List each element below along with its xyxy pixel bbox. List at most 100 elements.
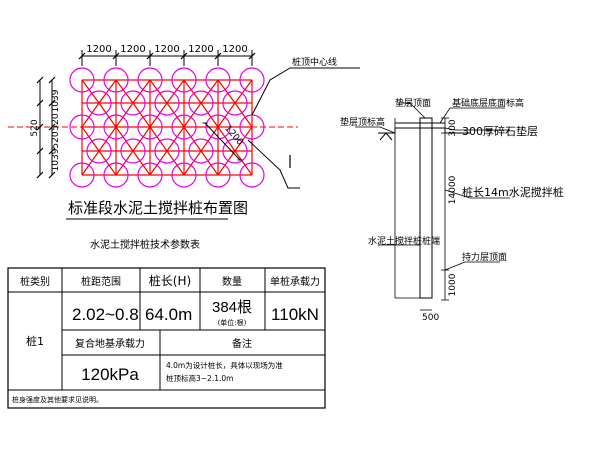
grid-diag bbox=[234, 79, 253, 104]
left-dim-tick-2 bbox=[36, 123, 44, 131]
section-top-dim: 300 bbox=[448, 119, 458, 136]
table-remark-1: 4.0m为设计桩长，具体以现场为准 bbox=[166, 360, 283, 370]
grid-diag bbox=[183, 150, 202, 176]
section-view: 300 14000 1000 500 垫层顶面 基础底层底面标高 垫层顶标高 3… bbox=[340, 97, 564, 323]
plan-leader-top bbox=[251, 67, 360, 116]
pile-circle bbox=[103, 67, 129, 93]
section-pile-dim: 14000 bbox=[448, 175, 458, 204]
pile-circle bbox=[171, 67, 197, 93]
table-subheader-composite: 复合地基承载力 bbox=[75, 337, 145, 350]
pile-circle bbox=[69, 114, 95, 140]
table-header-type: 桩类别 bbox=[20, 275, 50, 288]
grid-diag bbox=[98, 126, 117, 152]
grid-diag bbox=[115, 150, 134, 176]
grid-diag bbox=[81, 150, 100, 176]
pile-circle bbox=[154, 90, 180, 116]
grid-diag bbox=[166, 79, 185, 104]
plan-leader-bottom bbox=[247, 139, 300, 189]
plan-title: 标准段水泥土搅拌桩布置图 bbox=[68, 199, 248, 217]
table-cell-spacing: 2.02~0.8 bbox=[72, 305, 139, 324]
pile-circle bbox=[171, 162, 197, 188]
section-leader-bearing bbox=[444, 261, 500, 271]
section-pile bbox=[419, 117, 433, 299]
section-leader-top-right bbox=[439, 107, 505, 124]
grid-diag bbox=[98, 102, 117, 128]
grid-diag bbox=[149, 79, 168, 104]
grid-diag bbox=[115, 126, 134, 152]
grid-diag bbox=[81, 79, 100, 104]
grid-diag bbox=[98, 79, 117, 104]
grid-diag bbox=[132, 150, 151, 176]
left-dim-tick-2 bbox=[36, 171, 44, 179]
left-dim-tick bbox=[48, 171, 56, 179]
pile-circle bbox=[154, 138, 180, 164]
plan-grid bbox=[81, 79, 253, 176]
pile-circle bbox=[120, 138, 146, 164]
table-subheader-remark: 备注 bbox=[232, 337, 252, 350]
grid-diag bbox=[132, 79, 151, 104]
grid-diag bbox=[183, 79, 202, 104]
table-cell-length: 64.0m bbox=[145, 305, 192, 324]
section-lower-left-label: 水泥土搅拌桩桩端 bbox=[368, 235, 440, 247]
grid-diag bbox=[166, 150, 185, 176]
grid-diag bbox=[149, 126, 168, 152]
table-cell-capacity: 110kN bbox=[271, 305, 319, 324]
grid-diag bbox=[183, 102, 202, 128]
section-pile-label: 桩长14m水泥搅拌桩 bbox=[462, 185, 564, 199]
pile-circle bbox=[205, 162, 231, 188]
top-dim-label: 1200 bbox=[222, 44, 247, 55]
table-row-label: 桩1 bbox=[26, 334, 44, 348]
table-header-capacity: 单桩承载力 bbox=[270, 275, 320, 288]
pile-circle bbox=[137, 114, 163, 140]
pile-circle bbox=[86, 90, 112, 116]
table-cell-count-note: (单位:根) bbox=[218, 318, 247, 327]
pile-circle bbox=[86, 138, 112, 164]
pile-circle bbox=[188, 90, 214, 116]
plan-piles bbox=[69, 67, 265, 188]
grid-diag bbox=[149, 102, 168, 128]
table-title: 水泥土搅拌桩技术参数表 bbox=[90, 238, 200, 251]
table-header-spacing: 桩距范围 bbox=[81, 275, 121, 288]
section-leader-cushion bbox=[444, 127, 510, 131]
grid-diag bbox=[132, 102, 151, 128]
grid-diag bbox=[200, 79, 219, 104]
plan-leader-label: 桩顶中心线 bbox=[292, 56, 337, 68]
table-header-count: 数量 bbox=[222, 275, 242, 288]
pile-circle bbox=[103, 114, 129, 140]
left-dim-tick bbox=[48, 99, 56, 107]
left-dim-tick bbox=[48, 147, 56, 155]
top-dim-tick bbox=[146, 52, 154, 60]
section-top-right-label: 基础底层底面标高 bbox=[452, 97, 524, 109]
pile-circle bbox=[171, 114, 197, 140]
pile-circle bbox=[222, 90, 248, 116]
pile-circle bbox=[120, 90, 146, 116]
table-remark-2: 桩顶标高3~2.1.0m bbox=[166, 373, 233, 383]
top-dim-tick bbox=[78, 52, 86, 60]
grid-diag bbox=[183, 126, 202, 152]
pile-circle bbox=[103, 162, 129, 188]
grid-diag bbox=[217, 79, 236, 104]
top-dim-label: 1200 bbox=[188, 44, 213, 55]
grid-diag bbox=[81, 102, 100, 128]
grid-diag bbox=[98, 150, 117, 176]
grid-diag bbox=[166, 126, 185, 152]
pile-circle bbox=[239, 67, 265, 93]
left-dim-tick-2 bbox=[36, 76, 44, 84]
section-cushion-label: 300厚碎石垫层 bbox=[462, 124, 538, 138]
plan-left-dim-1: 1039 bbox=[51, 89, 61, 112]
table-border bbox=[7, 267, 326, 409]
table-composite-capacity: 120kPa bbox=[81, 365, 139, 384]
left-dim-tick-2 bbox=[36, 147, 44, 155]
top-dim-label: 1200 bbox=[120, 44, 145, 55]
top-dim-tick bbox=[180, 52, 188, 60]
top-dim-tick bbox=[248, 52, 256, 60]
pile-circle bbox=[239, 162, 265, 188]
plan-diag-dim-line bbox=[202, 122, 243, 161]
top-dim-label: 1200 bbox=[86, 44, 111, 55]
plan-top-dim-ticks bbox=[78, 50, 256, 66]
plan-left-dim-3: 520 bbox=[51, 131, 61, 148]
section-ground-hatch bbox=[379, 132, 393, 141]
pile-circle bbox=[69, 67, 95, 93]
pile-circle bbox=[205, 67, 231, 93]
grid-diag bbox=[132, 126, 151, 152]
